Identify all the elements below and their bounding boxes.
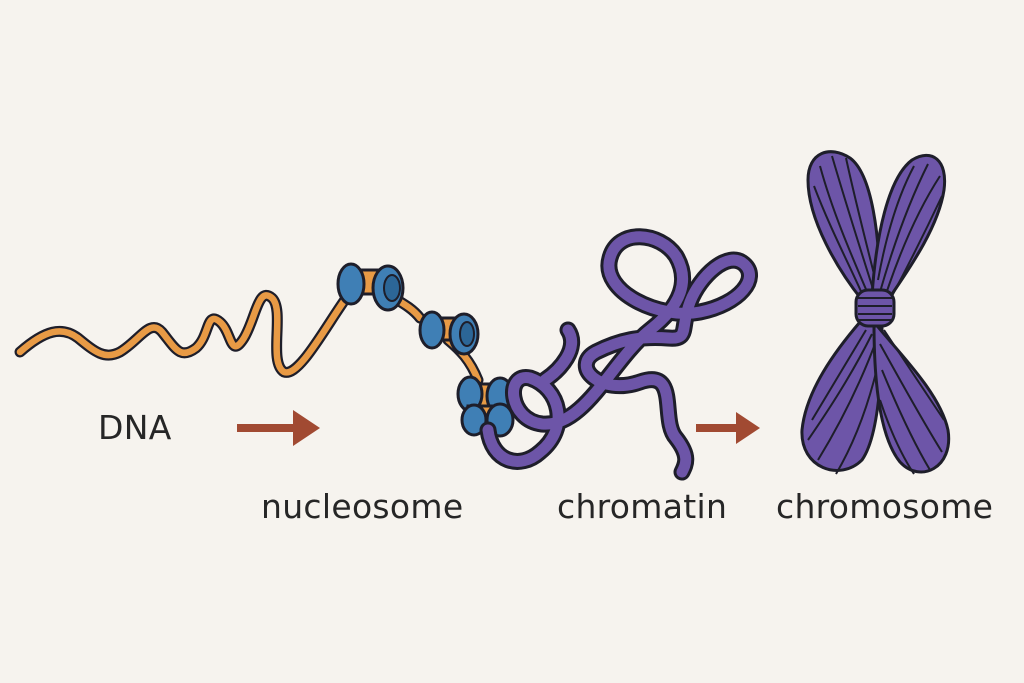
nucleosome-bead-1: [336, 262, 405, 312]
chromosome-arm-upper-right: [870, 153, 947, 302]
chromatin-label: chromatin: [557, 487, 728, 526]
nucleosome-label: nucleosome: [261, 487, 464, 526]
chromosome-icon: [800, 150, 951, 475]
chromosome-centromere: [854, 288, 896, 328]
chromatin-loop-icon: [479, 228, 758, 481]
chromosome-arm-lower-left: [800, 320, 884, 475]
arrow-right-icon: [696, 412, 760, 444]
chromosome-label: chromosome: [776, 487, 994, 526]
chromosome-arm-lower-right: [872, 317, 951, 475]
arrow-right-icon: [237, 410, 320, 446]
dna-strand-icon: [14, 284, 358, 378]
chromosome-arm-upper-left: [806, 150, 882, 302]
dna-label: DNA: [98, 408, 172, 447]
nucleosome-bead-2: [418, 310, 480, 356]
